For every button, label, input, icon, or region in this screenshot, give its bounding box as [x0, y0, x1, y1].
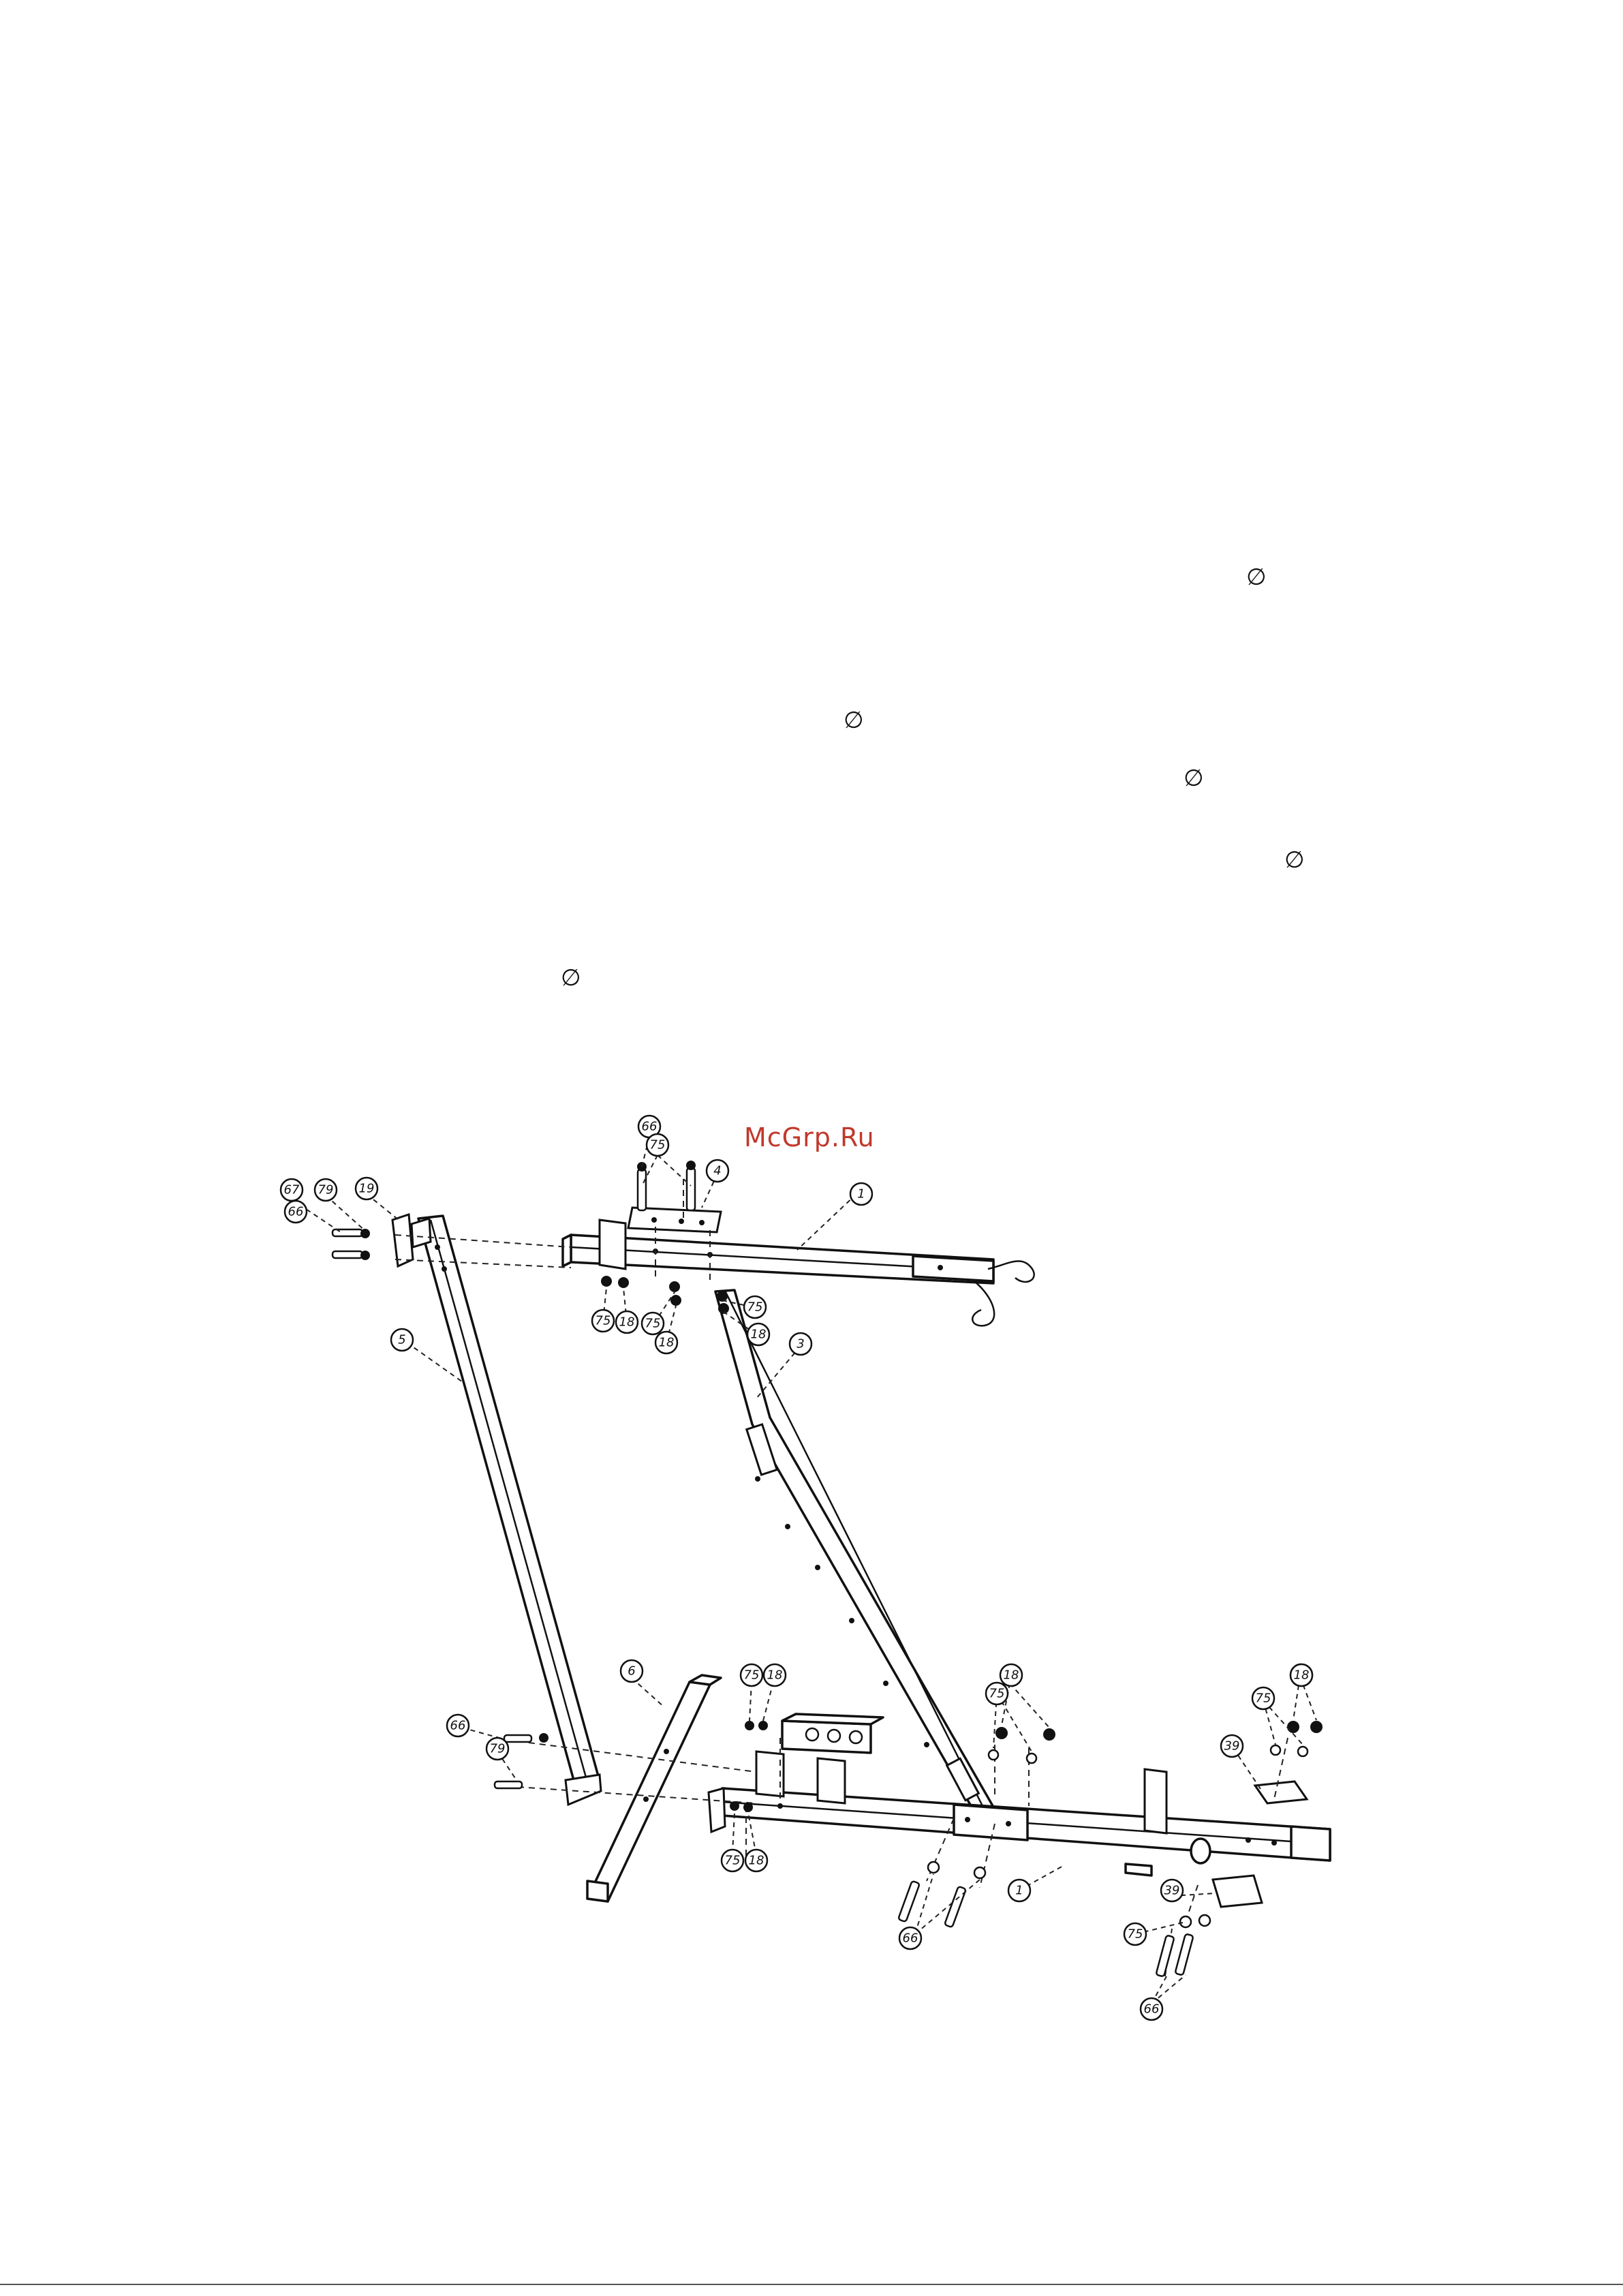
callout-75: 75 — [647, 1134, 668, 1156]
top-main-tube — [563, 1235, 993, 1283]
svg-text:79: 79 — [490, 1742, 506, 1756]
svg-text:18: 18 — [751, 1328, 767, 1342]
callout-66: 66 — [285, 1201, 307, 1223]
svg-text:18: 18 — [749, 1854, 764, 1868]
svg-text:3: 3 — [797, 1337, 804, 1351]
top-plate — [628, 1208, 721, 1232]
svg-text:19: 19 — [359, 1182, 375, 1196]
callout-66: 66 — [447, 1715, 469, 1736]
svg-text:75: 75 — [1128, 1927, 1143, 1942]
callout-6: 6 — [621, 1660, 643, 1682]
top-bracket — [600, 1220, 625, 1269]
svg-text:75: 75 — [596, 1314, 611, 1328]
svg-text:39: 39 — [1224, 1739, 1240, 1754]
callout-79: 79 — [315, 1179, 337, 1201]
svg-text:5: 5 — [398, 1333, 405, 1347]
callout-39: 39 — [1221, 1735, 1243, 1757]
callout-75: 75 — [1252, 1687, 1274, 1709]
bracket-39-lower — [1213, 1876, 1262, 1907]
callout-75: 75 — [744, 1296, 766, 1318]
callout-67: 67 — [281, 1179, 303, 1201]
svg-text:39: 39 — [1164, 1884, 1180, 1898]
callout-1: 1 — [1008, 1880, 1030, 1901]
callout-3: 3 — [790, 1333, 812, 1355]
svg-text:1: 1 — [857, 1187, 865, 1201]
callout-75: 75 — [592, 1310, 614, 1332]
svg-text:75: 75 — [744, 1668, 760, 1683]
saddle-bracket — [756, 1714, 883, 1803]
callout-66: 66 — [1141, 1998, 1162, 2020]
right-bracket-upper — [1145, 1769, 1166, 1833]
svg-text:18: 18 — [1294, 1668, 1310, 1683]
svg-text:79: 79 — [318, 1183, 334, 1197]
callout-66: 66 — [899, 1927, 921, 1949]
svg-text:66: 66 — [450, 1719, 466, 1733]
svg-text:6: 6 — [628, 1664, 635, 1679]
hook-lower — [972, 1281, 994, 1326]
footer-divider — [0, 2284, 1623, 2285]
svg-text:1: 1 — [1015, 1884, 1023, 1898]
callout-18: 18 — [764, 1664, 786, 1686]
fasteners — [333, 1161, 1323, 1977]
callout-75: 75 — [1124, 1923, 1146, 1945]
callout-1: 1 — [850, 1183, 872, 1205]
left-post — [412, 1216, 598, 1780]
svg-text:66: 66 — [903, 1931, 918, 1946]
svg-text:18: 18 — [767, 1668, 783, 1683]
svg-text:18: 18 — [1004, 1668, 1019, 1683]
svg-text:18: 18 — [659, 1336, 675, 1350]
hook-upper — [988, 1261, 1034, 1281]
svg-text:67: 67 — [284, 1183, 300, 1197]
callout-39: 39 — [1161, 1880, 1183, 1901]
callout-18: 18 — [616, 1311, 638, 1333]
callout-75: 75 — [741, 1664, 762, 1686]
callout-18: 18 — [1000, 1664, 1022, 1686]
svg-text:66: 66 — [288, 1205, 304, 1219]
cross-foot — [587, 1675, 721, 1901]
svg-text:66: 66 — [1144, 2002, 1160, 2017]
svg-text:75: 75 — [747, 1300, 763, 1315]
bracket-39-upper — [1255, 1781, 1307, 1803]
bottom-main-tube — [722, 1788, 1330, 1876]
callout-18: 18 — [1290, 1664, 1312, 1686]
callout-18: 18 — [655, 1332, 677, 1353]
bottom-left-plate — [709, 1788, 725, 1832]
callout-75: 75 — [642, 1313, 664, 1334]
callout-5: 5 — [391, 1329, 413, 1351]
svg-text:75: 75 — [1256, 1692, 1271, 1706]
callout-75: 75 — [986, 1683, 1008, 1704]
svg-text:18: 18 — [619, 1315, 635, 1330]
callout-4: 4 — [707, 1160, 728, 1182]
left-post-foot — [566, 1775, 601, 1805]
svg-text:75: 75 — [725, 1854, 741, 1868]
svg-text:75: 75 — [989, 1687, 1005, 1701]
callout-19: 19 — [356, 1178, 377, 1199]
callout-18: 18 — [747, 1323, 769, 1345]
callout-75: 75 — [722, 1850, 743, 1871]
svg-text:75: 75 — [645, 1317, 661, 1331]
svg-text:66: 66 — [642, 1120, 658, 1134]
callout-18: 18 — [745, 1850, 767, 1871]
svg-text:4: 4 — [713, 1164, 721, 1178]
callout-79: 79 — [486, 1738, 508, 1760]
left-plate — [392, 1214, 413, 1266]
svg-text:75: 75 — [650, 1138, 666, 1152]
